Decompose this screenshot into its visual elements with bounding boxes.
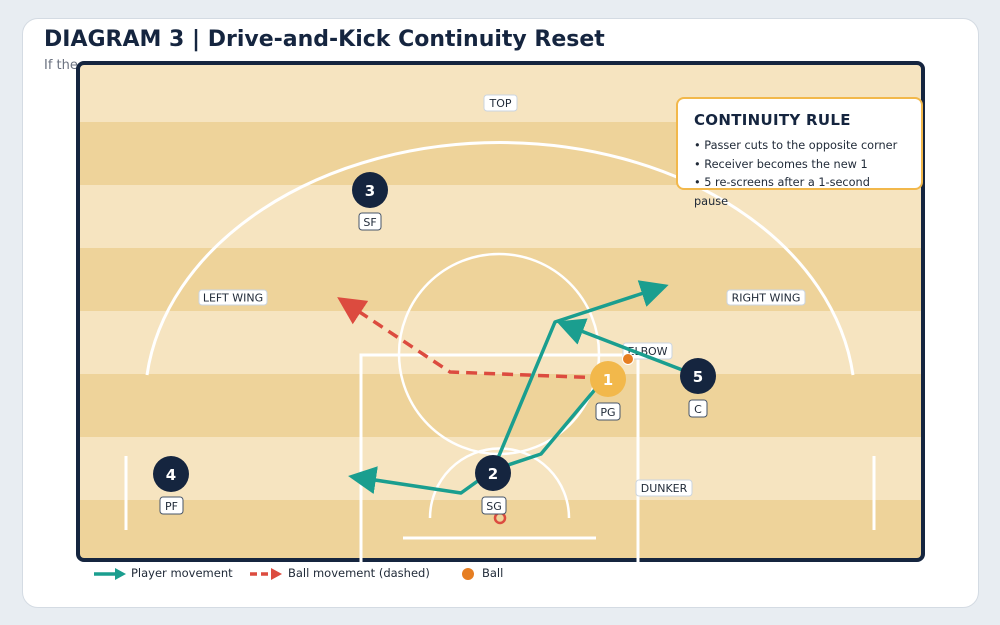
svg-text:4: 4 — [166, 466, 176, 484]
court-border — [76, 61, 925, 562]
three-point-arc — [145, 141, 855, 376]
svg-text:LEFT WING: LEFT WING — [203, 292, 263, 305]
rule-item: Passer cuts to the opposite corner — [694, 137, 905, 156]
svg-text:5: 5 — [693, 368, 703, 386]
label-dunker: DUNKER — [635, 479, 693, 497]
legend-player-movement: Player movement — [131, 566, 233, 580]
svg-text:C: C — [694, 403, 702, 416]
svg-text:PG: PG — [600, 406, 615, 419]
diagram-title: DIAGRAM 3 | Drive-and-Kick Continuity Re… — [44, 27, 605, 52]
legend-ball: Ball — [482, 566, 504, 580]
player-c: 5 C — [680, 358, 716, 418]
svg-text:PF: PF — [165, 500, 178, 513]
svg-text:ELBOW: ELBOW — [628, 345, 668, 358]
rule-list: Passer cuts to the opposite corner Recei… — [694, 137, 905, 211]
legend: Player movement Ball movement (dashed) B… — [0, 563, 1000, 585]
ball-swatch-icon — [462, 568, 474, 580]
continuity-rule-box: CONTINUITY RULE Passer cuts to the oppos… — [676, 97, 923, 208]
svg-text:RIGHT WING: RIGHT WING — [732, 292, 801, 305]
svg-text:TOP: TOP — [488, 97, 511, 110]
player-path-c — [556, 318, 699, 378]
legend-ball-movement: Ball movement (dashed) — [288, 566, 430, 580]
ball-movement-swatch-icon — [250, 568, 282, 580]
label-top: TOP — [483, 94, 518, 112]
player-sg: 2 SG — [475, 455, 511, 515]
svg-text:SF: SF — [363, 216, 376, 229]
label-right-wing: RIGHT WING — [726, 289, 806, 306]
lane-paint — [359, 353, 640, 563]
svg-text:3: 3 — [365, 182, 375, 200]
svg-text:1: 1 — [603, 371, 613, 389]
svg-text:2: 2 — [488, 465, 498, 483]
player-pg: 1 PG — [590, 361, 626, 421]
ball-icon — [622, 353, 634, 365]
diagram-subtitle: If the — [44, 58, 78, 73]
rule-title: CONTINUITY RULE — [694, 111, 851, 129]
rule-item: Receiver becomes the new 1 — [694, 156, 905, 175]
player-pf: 4 PF — [153, 456, 189, 515]
label-elbow: ELBOW — [622, 342, 673, 360]
player-movement-swatch-icon — [94, 568, 126, 580]
svg-text:SG: SG — [486, 500, 502, 513]
ball-pass-path — [337, 297, 604, 380]
player-sf: 3 SF — [352, 172, 388, 231]
rule-item: 5 re-screens after a 1-second pause — [694, 174, 905, 211]
label-left-wing: LEFT WING — [198, 289, 268, 306]
svg-text:DUNKER: DUNKER — [641, 482, 688, 495]
restricted-arc — [428, 447, 571, 519]
